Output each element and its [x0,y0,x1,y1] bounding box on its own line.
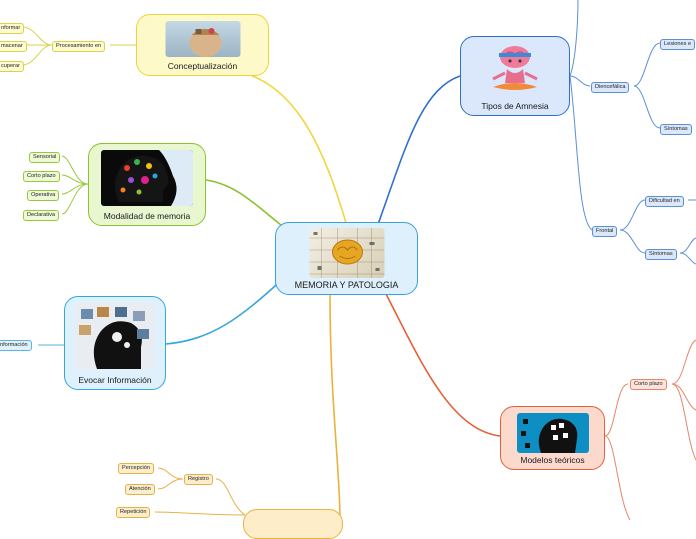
head-icons-image [75,303,155,369]
diencefalica-label[interactable]: Diencefálica [591,82,630,93]
branch-modelos[interactable]: Modelos teóricos [500,406,605,470]
connector-lines [21,0,696,520]
branch-modelos-title: Modelos teóricos [520,455,585,465]
branch-evocar-title: Evocar Información [78,375,152,385]
central-topic[interactable]: MEMORIA Y PATOLOGIA [275,222,418,295]
frontal-label[interactable]: Frontal [592,226,618,237]
branch-almacenamiento[interactable] [243,509,343,539]
corto-plazo-label[interactable]: Corto plazo [630,379,667,390]
leaf-declarativa[interactable]: Declarativa [23,210,59,221]
branch-modalidad[interactable]: Modalidad de memoria [88,143,206,226]
brain-collage-image [309,228,384,278]
leaf-sintomas-frontal[interactable]: Síntomas [645,249,677,260]
branch-conceptualizacion-title: Conceptualización [167,61,238,71]
central-topic-title: MEMORIA Y PATOLOGIA [294,280,399,290]
leaf-lesiones[interactable]: Lesiones e [660,39,696,50]
branch-conceptualizacion[interactable]: Conceptualización [136,14,269,76]
procesamiento-label[interactable]: Procesamiento en [52,41,106,52]
colorful-head-silhouette-image [101,150,193,206]
leaf-informacion[interactable]: nformación [0,340,32,351]
leaf-percepcion[interactable]: Percepción [118,463,154,474]
leaf-informar[interactable]: nformar [0,23,25,34]
branch-evocar[interactable]: Evocar Información [64,296,166,390]
leaf-sintomas-diencefalica[interactable]: Síntomas [660,124,692,135]
branch-modalidad-title: Modalidad de memoria [103,211,191,221]
leaf-repeticion[interactable]: Repetición [116,507,151,518]
leaf-sensorial[interactable]: Sensorial [29,152,61,163]
leaf-dificultad[interactable]: Dificultad en [645,196,684,207]
head-sculpture-image [165,21,240,57]
registro-label[interactable]: Registro [184,474,213,485]
leaf-operativa[interactable]: Operativa [27,190,60,201]
leaf-atencion[interactable]: Atención [125,484,155,495]
branch-amnesia[interactable]: Tipos de Amnesia [460,36,570,116]
meditating-brain-image [485,43,545,95]
leaf-almacenar[interactable]: macenar [0,41,27,52]
branch-amnesia-title: Tipos de Amnesia [481,101,549,111]
leaf-corto-plazo[interactable]: Corto plazo [23,171,60,182]
puzzle-head-image [516,413,589,453]
leaf-recuperar[interactable]: cuperar [0,61,24,72]
